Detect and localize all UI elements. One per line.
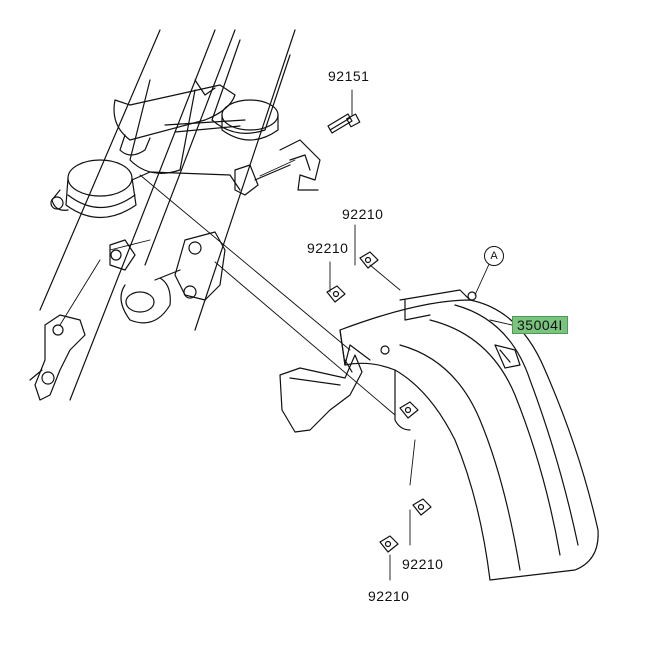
reference-callout-a: A xyxy=(484,246,504,266)
front-fender xyxy=(339,289,599,581)
part-number-nut-top-left: 92210 xyxy=(307,240,349,256)
fork-lower-bracket-left xyxy=(29,239,136,401)
left-fork-tube xyxy=(39,29,296,401)
part-number-bolt: 92151 xyxy=(328,68,370,84)
bolt-92151 xyxy=(327,89,361,134)
nut-92210-bottom-right xyxy=(412,498,432,516)
nut-92210-bottom-left xyxy=(379,535,399,553)
part-number-nut-bottom-right: 92210 xyxy=(402,556,444,572)
part-number-nut-top-right: 92210 xyxy=(342,206,384,222)
nut-92210-top-left xyxy=(326,285,346,303)
fender-mount-bracket xyxy=(279,354,363,433)
part-number-fender[interactable]: 35004I xyxy=(512,316,568,334)
part-number-nut-bottom-left: 92210 xyxy=(368,588,410,604)
leader-lines xyxy=(59,159,513,581)
nut-92210-top-right xyxy=(359,251,379,269)
fender-mount-nut xyxy=(399,401,419,419)
fork-lower-bracket-center xyxy=(120,231,226,324)
brake-hose-clamp xyxy=(234,139,321,196)
upper-triple-clamp xyxy=(113,79,279,156)
